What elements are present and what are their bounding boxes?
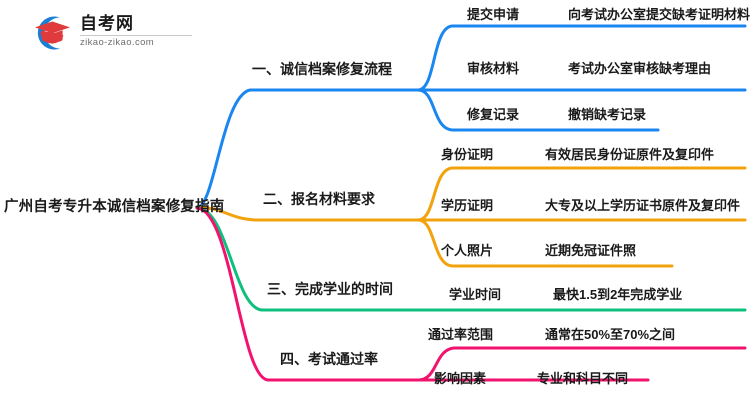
leaf-key-4-2[interactable]: 影响因素: [434, 371, 487, 386]
leaf-key-3-1[interactable]: 学业时间: [449, 287, 502, 302]
leaf-value-1-1[interactable]: 向考试办公室提交缺考证明材料: [568, 7, 750, 22]
leaf-value-1-3[interactable]: 撤销缺考记录: [568, 107, 647, 122]
leaf-key-1-1[interactable]: 提交申请: [467, 7, 520, 22]
leaf-value-2-1[interactable]: 有效居民身份证原件及复印件: [545, 147, 715, 162]
connector-branch-1-to-leaf-3: [416, 88, 660, 132]
branch-label-3[interactable]: 三、完成学业的时间: [267, 281, 393, 297]
leaf-value-2-3[interactable]: 近期免冠证件照: [545, 243, 637, 258]
branch-label-4[interactable]: 四、考试通过率: [280, 351, 378, 367]
leaf-key-2-1[interactable]: 身份证明: [441, 147, 494, 162]
logo-divider: [80, 35, 192, 36]
leaf-value-1-2[interactable]: 考试办公室审核缺考理由: [568, 61, 712, 76]
branch-label-1[interactable]: 一、诚信档案修复流程: [252, 61, 392, 77]
leaf-key-1-2[interactable]: 审核材料: [467, 61, 520, 76]
connector-root-to-branch-4: [195, 206, 420, 382]
graduation-cap-swoosh-logo-icon: [35, 16, 70, 50]
leaf-value-3-1[interactable]: 最快1.5到2年完成学业: [553, 287, 683, 302]
leaf-value-4-2[interactable]: 专业和科目不同: [537, 371, 629, 386]
connector-branch-1-to-leaf-1: [416, 24, 747, 92]
leaf-key-1-3[interactable]: 修复记录: [467, 107, 520, 122]
leaf-key-4-1[interactable]: 通过率范围: [428, 327, 494, 342]
leaf-key-2-3[interactable]: 个人照片: [441, 243, 494, 258]
site-logo: 自考网 zikao-zikao.com: [30, 10, 200, 56]
branch-label-2[interactable]: 二、报名材料要求: [263, 191, 375, 207]
logo-site-url: zikao-zikao.com: [80, 37, 155, 48]
leaf-key-2-2[interactable]: 学历证明: [441, 198, 494, 213]
leaf-value-4-1[interactable]: 通常在50%至70%之间: [545, 327, 676, 342]
root-node-label[interactable]: 广州自考专升本诚信档案修复指南: [4, 199, 225, 215]
connector-branch-2-to-leaf-1: [416, 166, 747, 222]
logo-site-name: 自考网: [80, 14, 134, 33]
connector-branch-2-to-leaf-3: [416, 218, 674, 268]
connector-root-to-branch-2: [195, 206, 420, 222]
connector-root-to-branch-1: [195, 88, 420, 210]
leaf-value-2-2[interactable]: 大专及以上学历证书原件及复印件: [545, 198, 741, 213]
